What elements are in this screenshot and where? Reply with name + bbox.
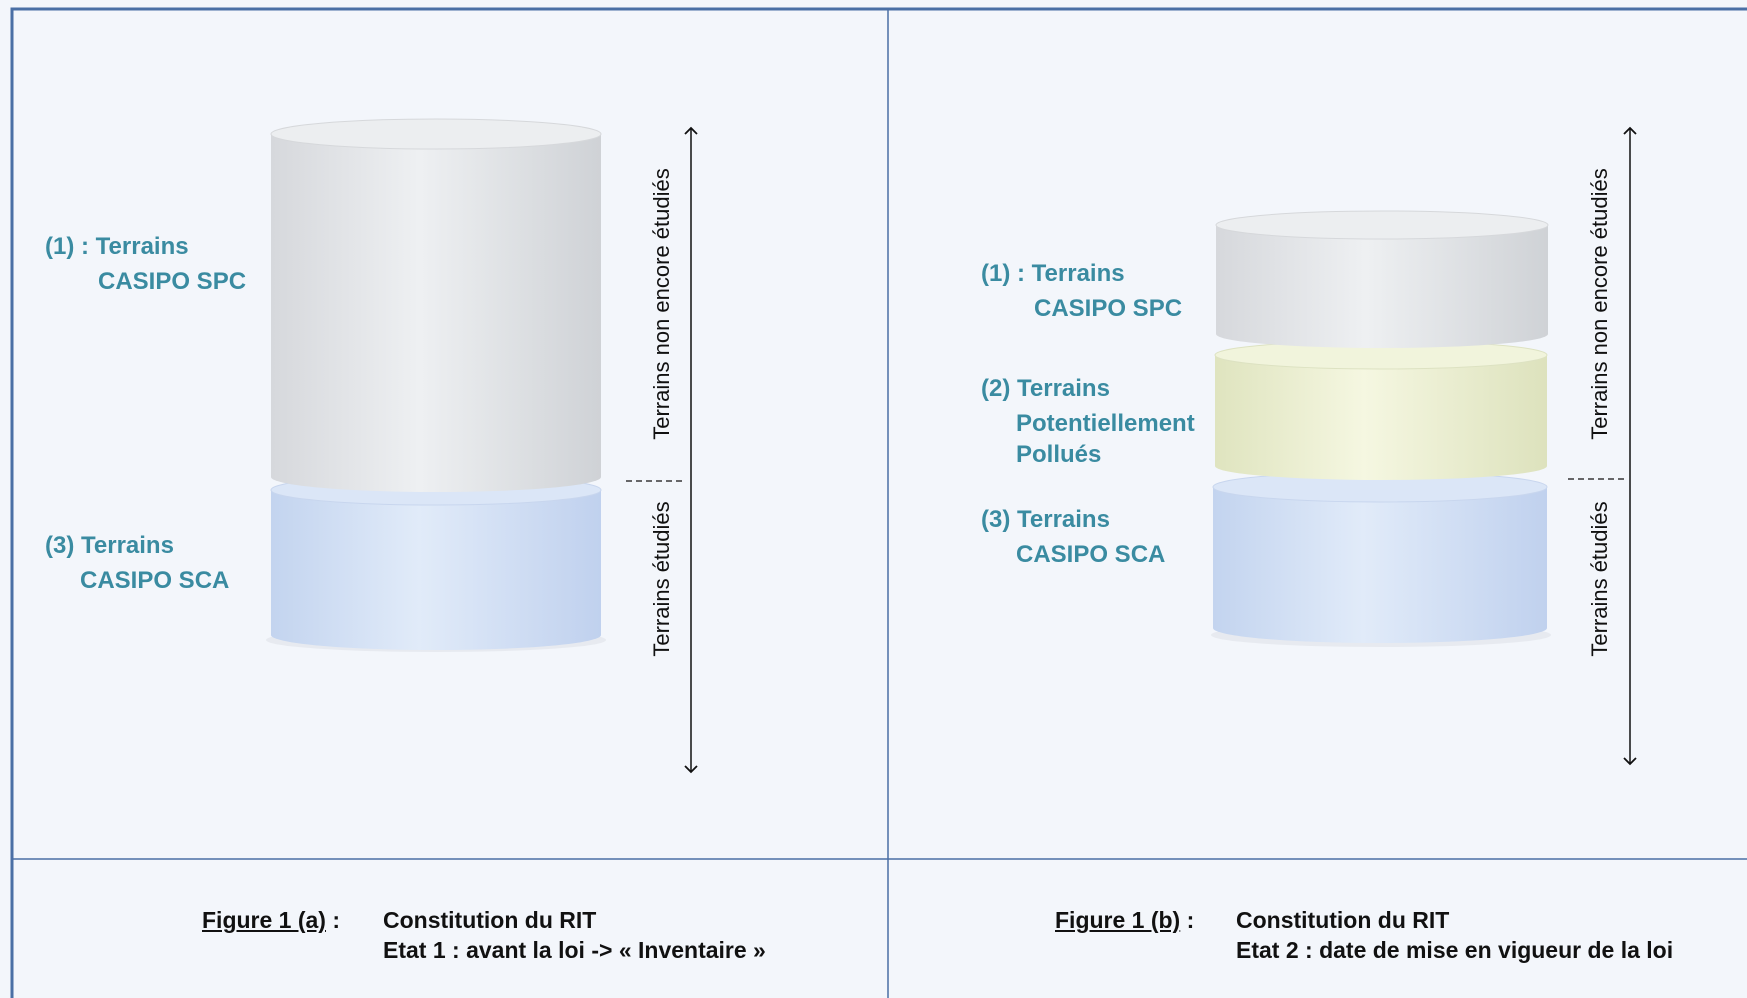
- caption-b-line1: Constitution du RIT: [1236, 907, 1450, 933]
- cylinder-a-segment-sca: [270, 474, 602, 650]
- label-b-pp-line1: (2) Terrains: [981, 375, 1110, 402]
- label-b-pp-line3: Pollués: [1016, 441, 1102, 468]
- axis-a-upper-label: Terrains non encore étudiés: [649, 168, 674, 440]
- caption-b-figure-ref: Figure 1 (b): [1055, 907, 1181, 933]
- label-a-sca-line1: (3) Terrains: [45, 532, 174, 559]
- caption-b-separator: :: [1180, 907, 1195, 933]
- cylinder-b-segment-sca: [1212, 471, 1548, 643]
- label-a-spc-line1: (1) : Terrains: [45, 233, 189, 260]
- cylinder-b-segment-spc: [1215, 210, 1549, 348]
- axis-b-lower-label: Terrains étudiés: [1587, 501, 1612, 657]
- cylinder-a-segment-spc: [270, 118, 602, 492]
- caption-a-line2: Etat 1 : avant la loi -> « Inventaire »: [383, 937, 766, 963]
- caption-a-figure-ref: Figure 1 (a): [202, 907, 326, 933]
- caption-b-figure: Figure 1 (b) :: [1055, 905, 1194, 935]
- label-b-spc-line2: CASIPO SPC: [1034, 295, 1183, 322]
- cylinder-b: [1211, 210, 1551, 647]
- caption-a-separator: :: [325, 907, 341, 933]
- axis-b-upper-label: Terrains non encore étudiés: [1587, 168, 1612, 440]
- caption-b-line2: Etat 2 : date de mise en vigueur de la l…: [1236, 937, 1674, 963]
- axis-a-lower-label: Terrains étudiés: [649, 501, 674, 657]
- label-b-sca-line1: (3) Terrains: [981, 506, 1110, 533]
- label-b-spc-line1: (1) : Terrains: [981, 260, 1125, 287]
- cylinder-b-segment-potentially-polluted: [1214, 340, 1548, 480]
- label-a-sca-line2: CASIPO SCA: [80, 567, 230, 594]
- label-b-pp-line2: Potentiellement: [1016, 410, 1195, 437]
- label-a-spc-line2: CASIPO SPC: [98, 268, 247, 295]
- label-b-sca-line2: CASIPO SCA: [1016, 541, 1166, 568]
- caption-a-figure: Figure 1 (a) :: [202, 905, 340, 935]
- cylinder-a: [266, 118, 606, 652]
- caption-a-line1: Constitution du RIT: [383, 907, 597, 933]
